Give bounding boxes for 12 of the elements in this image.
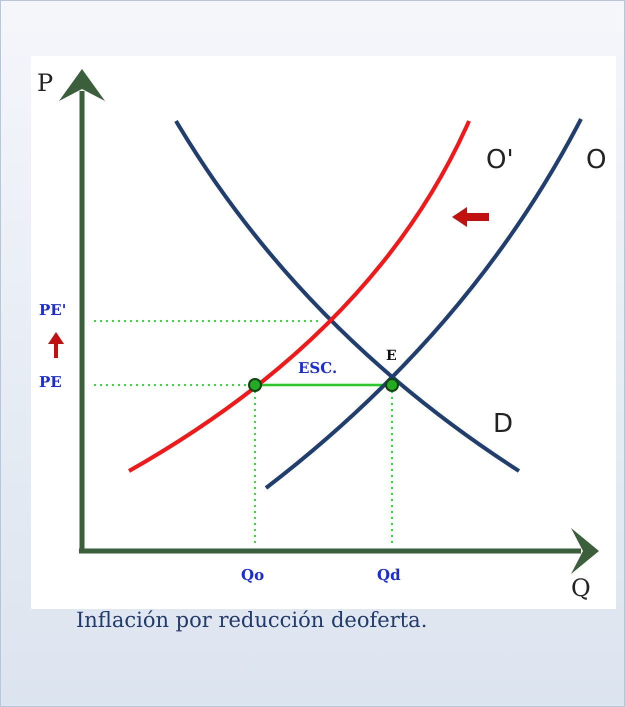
curve-label: D bbox=[493, 411, 514, 437]
curve-label: O bbox=[586, 147, 606, 173]
axis-label: Q bbox=[571, 576, 591, 600]
price-label: PE bbox=[39, 375, 62, 390]
caption: Inflación por reducción deoferta. bbox=[76, 608, 428, 632]
quantity-label: Qd bbox=[377, 568, 401, 583]
price-label: PE' bbox=[39, 303, 66, 318]
point-label: E bbox=[386, 349, 397, 363]
curve-label: O' bbox=[486, 147, 514, 173]
axis-label: P bbox=[37, 71, 54, 95]
quantity-label: Qo bbox=[241, 568, 264, 583]
shortage-label: ESC. bbox=[298, 361, 338, 376]
